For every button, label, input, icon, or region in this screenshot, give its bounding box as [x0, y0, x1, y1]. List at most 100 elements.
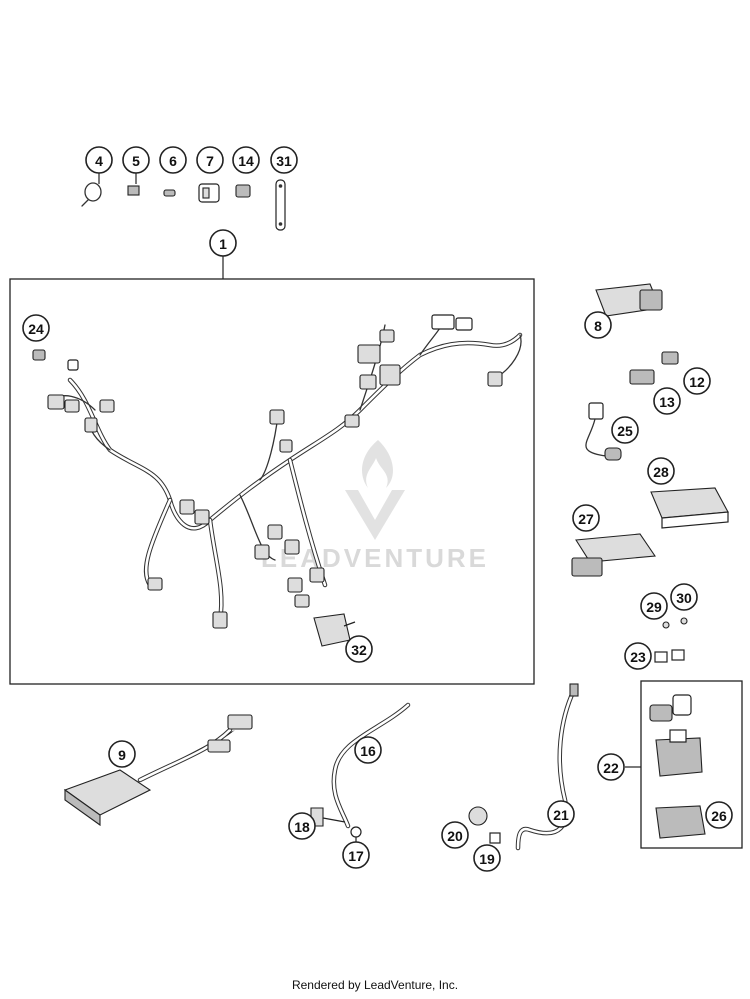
wiring-harness-box [9, 278, 535, 685]
callout-number: 22 [603, 760, 619, 776]
callout-circle [441, 821, 469, 849]
callout-circle [597, 753, 625, 781]
relay-12-part [661, 351, 679, 365]
callout-circle [270, 146, 298, 174]
regulator-9-illustration [63, 714, 253, 827]
callout-14: 14 [232, 146, 260, 174]
callout-12: 12 [683, 367, 711, 395]
callout-30: 30 [670, 583, 698, 611]
connector-14-part [235, 184, 251, 198]
callout-32: 32 [345, 635, 373, 663]
callout-number: 13 [659, 394, 675, 410]
callout-circle [342, 841, 370, 869]
strap-31-part [275, 179, 286, 231]
callout-number: 8 [594, 318, 602, 334]
nut-20-part [468, 806, 488, 826]
relay-cover-26-part [655, 805, 706, 839]
callout-25: 25 [611, 416, 639, 444]
callout-circle [705, 801, 733, 829]
callout-number: 24 [28, 321, 44, 337]
callout-circle [547, 800, 575, 828]
callout-number: 28 [653, 464, 669, 480]
callout-circle [22, 314, 50, 342]
callout-circle [653, 387, 681, 415]
callout-number: 4 [95, 153, 103, 169]
callout-circle [584, 311, 612, 339]
callout-5: 5 [122, 146, 150, 174]
callout-circle [640, 592, 668, 620]
callout-17: 17 [342, 841, 370, 869]
fuse-box-27-part [575, 533, 656, 563]
callout-number: 16 [360, 743, 376, 759]
starter-relay-parts [649, 694, 706, 839]
callout-circle [354, 736, 382, 764]
callout-circle [473, 844, 501, 872]
cable-16-illustration [310, 702, 411, 845]
callout-31: 31 [270, 146, 298, 174]
callout-7: 7 [196, 146, 224, 174]
callout-circle [196, 146, 224, 174]
callout-19: 19 [473, 844, 501, 872]
callout-circle [232, 146, 260, 174]
wiring-harness-illustration [32, 314, 523, 647]
callout-21: 21 [547, 800, 575, 828]
screw-30-part [680, 617, 688, 625]
callout-13: 13 [653, 387, 681, 415]
callout-27: 27 [572, 504, 600, 532]
starter-relay-box [640, 680, 743, 849]
nut-19-part [489, 832, 501, 844]
connector-25-part [588, 402, 604, 420]
cable-tie-part [84, 182, 102, 202]
callout-number: 6 [169, 153, 177, 169]
callout-29: 29 [640, 592, 668, 620]
callout-number: 18 [294, 819, 310, 835]
callout-9: 9 [108, 740, 136, 768]
callout-circle [572, 504, 600, 532]
callout-circle [85, 146, 113, 174]
clip-23-part [654, 651, 668, 663]
footer-credit: Rendered by LeadVenture, Inc. [291, 978, 459, 992]
callout-6: 6 [159, 146, 187, 174]
callout-number: 21 [553, 807, 569, 823]
callout-16: 16 [354, 736, 382, 764]
callout-18: 18 [288, 812, 316, 840]
callout-circle [108, 740, 136, 768]
callout-20: 20 [441, 821, 469, 849]
screw-29-part [662, 621, 670, 629]
callout-circle [288, 812, 316, 840]
callout-number: 12 [689, 374, 705, 390]
callout-circle [624, 642, 652, 670]
callout-number: 14 [238, 153, 254, 169]
callout-circle [647, 457, 675, 485]
callout-23: 23 [624, 642, 652, 670]
callout-number: 19 [479, 851, 495, 867]
callout-number: 9 [118, 747, 126, 763]
leadventure-watermark: LEADVENTURE [261, 440, 486, 573]
callout-4: 4 [85, 146, 113, 174]
washer-17-part [350, 826, 362, 838]
callout-22: 22 [597, 753, 625, 781]
callout-circle [209, 229, 237, 257]
callout-28: 28 [647, 457, 675, 485]
callout-circle [683, 367, 711, 395]
relay-13-part [629, 369, 655, 385]
callout-8: 8 [584, 311, 612, 339]
callout-number: 1 [219, 236, 227, 252]
small-parts-row [81, 173, 286, 231]
callout-number: 27 [578, 511, 594, 527]
connector-5-part [127, 185, 140, 196]
right-column-parts [571, 283, 729, 663]
callout-circle [345, 635, 373, 663]
callout-number: 23 [630, 649, 646, 665]
callout-number: 20 [447, 828, 463, 844]
callout-number: 31 [276, 153, 292, 169]
callout-circle [670, 583, 698, 611]
callout-circle [159, 146, 187, 174]
callout-number: 32 [351, 642, 367, 658]
cover-32-part [313, 613, 351, 647]
callout-number: 5 [132, 153, 140, 169]
callout-number: 26 [711, 808, 727, 824]
callout-26: 26 [705, 801, 733, 829]
callout-1: 1 [209, 229, 237, 257]
